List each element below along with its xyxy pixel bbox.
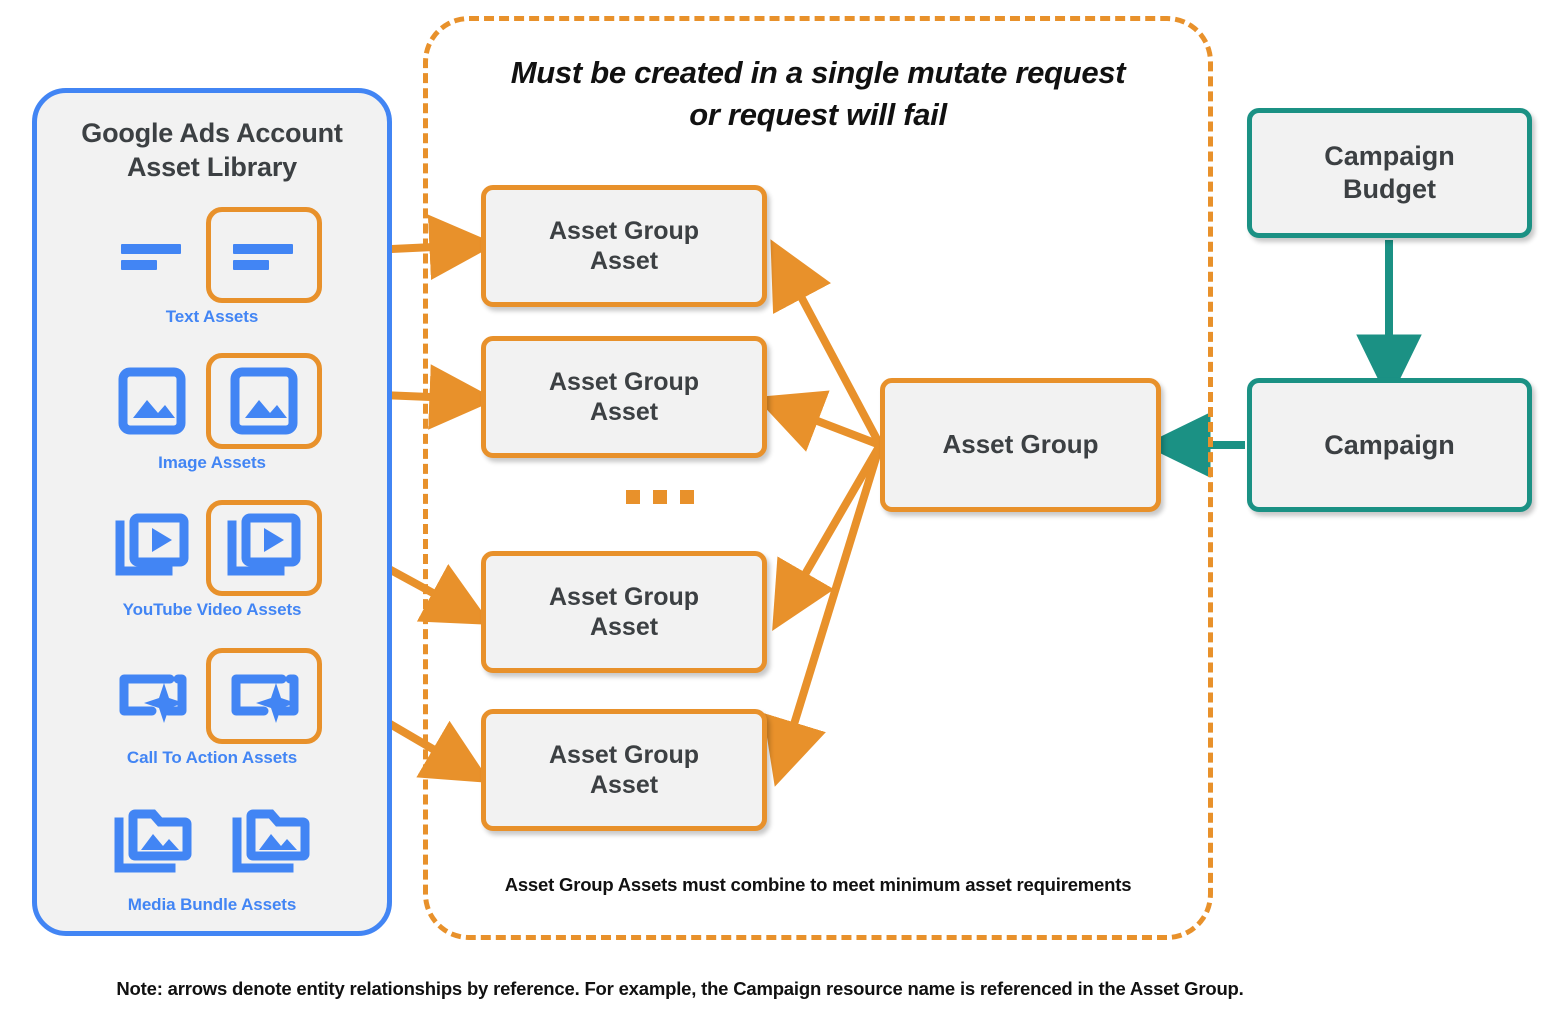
text-asset-icon-selected[interactable] xyxy=(206,207,322,303)
single-mutate-request-title-line1: Must be created in a single mutate reque… xyxy=(510,55,1126,90)
image-asset-icon-glyph xyxy=(118,367,186,435)
video-asset-icon-glyph xyxy=(227,513,301,576)
asset-group-asset-label-line2: Asset xyxy=(589,398,659,426)
media-bundle-asset-icon xyxy=(103,793,203,893)
image-asset-icon-glyph xyxy=(230,367,298,435)
call-to-action-asset-icon-glyph xyxy=(231,674,299,723)
asset-group-asset-node[interactable]: Asset Group Asset xyxy=(481,185,767,307)
call-to-action-asset-icon-glyph xyxy=(119,674,187,723)
asset-group-asset-label-line1: Asset Group xyxy=(548,582,700,611)
asset-library-title-line2: Asset Library xyxy=(127,151,297,182)
asset-group-asset-label-line1: Asset Group xyxy=(548,216,700,245)
asset-group-asset-label-line2: Asset xyxy=(589,247,659,275)
asset-group-asset-node[interactable]: Asset Group Asset xyxy=(481,709,767,831)
asset-library-title: Google Ads Account Asset Library xyxy=(37,117,387,185)
campaign-label: Campaign xyxy=(1324,429,1455,460)
text-asset-icon-glyph xyxy=(121,244,181,270)
media-bundle-asset-icon-2 xyxy=(221,793,321,893)
asset-group-asset-label-line1: Asset Group xyxy=(548,367,700,396)
asset-group-asset-node[interactable]: Asset Group Asset xyxy=(481,336,767,458)
asset-library-row-text: Text Assets xyxy=(37,205,387,327)
campaign-budget-label-line2: Budget xyxy=(1343,174,1436,204)
video-asset-icon-selected[interactable] xyxy=(206,500,322,596)
asset-group-asset-node[interactable]: Asset Group Asset xyxy=(481,551,767,673)
media-bundle-asset-icon-glyph xyxy=(232,809,310,873)
minimum-asset-requirements-note: Asset Group Assets must combine to meet … xyxy=(504,874,1132,895)
image-asset-icon xyxy=(102,351,202,451)
asset-library-label-image: Image Assets xyxy=(158,453,266,472)
asset-library-label-text: Text Assets xyxy=(165,307,259,326)
ellipsis-dot xyxy=(653,490,667,504)
ellipsis-dot xyxy=(680,490,694,504)
single-mutate-request-title: Must be created in a single mutate reque… xyxy=(423,52,1213,136)
asset-group-node[interactable]: Asset Group xyxy=(880,378,1161,512)
ellipsis-indicator xyxy=(626,490,694,504)
text-asset-icon xyxy=(102,205,202,305)
asset-library-row-image: Image Assets xyxy=(37,351,387,473)
single-mutate-request-title-line2: or request will fail xyxy=(689,96,947,132)
asset-group-asset-label-line2: Asset xyxy=(589,771,659,799)
text-asset-icon-glyph xyxy=(233,244,293,270)
asset-library-label-media-bundle: Media Bundle Assets xyxy=(127,895,297,914)
asset-library-title-line1: Google Ads Account xyxy=(81,118,343,148)
media-bundle-asset-icon-glyph xyxy=(114,809,192,873)
asset-group-asset-label-line1: Asset Group xyxy=(548,740,700,769)
image-asset-icon-selected[interactable] xyxy=(206,353,322,449)
call-to-action-asset-icon xyxy=(102,646,202,746)
asset-library-label-cta: Call To Action Assets xyxy=(126,748,298,767)
campaign-budget-node[interactable]: Campaign Budget xyxy=(1247,108,1532,238)
video-asset-icon xyxy=(102,498,202,598)
asset-group-label: Asset Group xyxy=(942,429,1099,460)
asset-library-panel: Google Ads Account Asset Library xyxy=(32,88,392,936)
campaign-node[interactable]: Campaign xyxy=(1247,378,1532,512)
footer-note: Note: arrows denote entity relationships… xyxy=(116,978,1244,999)
call-to-action-asset-icon-selected[interactable] xyxy=(206,648,322,744)
campaign-budget-label-line1: Campaign xyxy=(1324,141,1455,172)
ellipsis-dot xyxy=(626,490,640,504)
asset-library-row-video: YouTube Video Assets xyxy=(37,498,387,620)
asset-group-asset-label-line2: Asset xyxy=(589,613,659,641)
asset-library-label-video: YouTube Video Assets xyxy=(122,600,302,619)
asset-library-row-media-bundle: Media Bundle Assets xyxy=(37,793,387,915)
video-asset-icon-glyph xyxy=(115,513,189,576)
asset-library-row-cta: Call To Action Assets xyxy=(37,646,387,768)
single-mutate-request-container xyxy=(423,16,1213,940)
